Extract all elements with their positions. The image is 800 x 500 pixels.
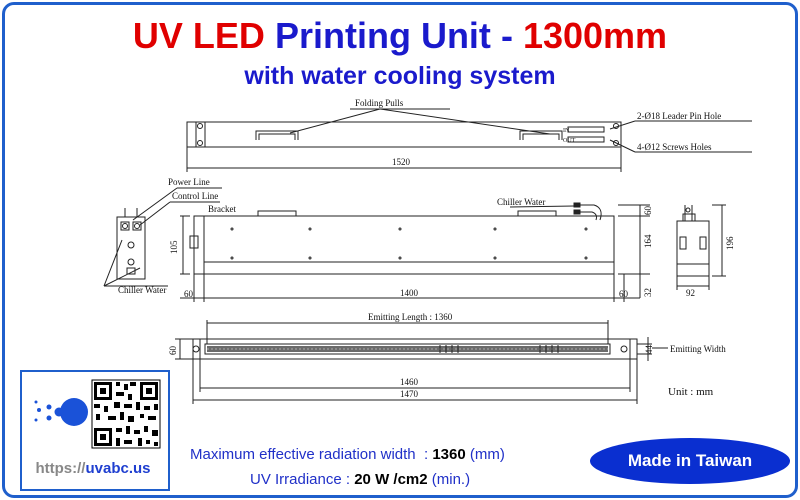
dim-1520: 1520 <box>392 157 411 167</box>
folding-pulls-label: Folding Pulls <box>355 98 404 108</box>
title-uv-led: UV LED <box>132 15 265 56</box>
dim-60-right: 60 <box>619 289 629 299</box>
bracket-label: Bracket <box>208 204 236 214</box>
dim-44: 44 <box>644 345 654 355</box>
dim-1400: 1400 <box>400 288 419 298</box>
page-title: UV LED Printing Unit - 1300mm <box>0 18 800 54</box>
dim-1470: 1470 <box>400 389 419 399</box>
dim-60-left: 60 <box>184 289 194 299</box>
chiller-water-label-top: Chiller Water <box>497 197 545 207</box>
unit-label: Unit : mm <box>668 386 714 398</box>
front-view <box>180 202 650 302</box>
leader-pin-hole-label: 2-Ø18 Leader Pin Hole <box>637 111 721 121</box>
title-printing-unit: Printing Unit <box>274 15 491 56</box>
spec-radiation-value: 1360 <box>432 446 466 463</box>
brand-logo-icon <box>34 379 161 449</box>
spec-radiation-label: Maximum effective radiation width <box>190 446 416 463</box>
control-line-label: Control Line <box>172 191 218 201</box>
emitting-length-label: Emitting Length : 1360 <box>368 312 453 322</box>
spec-radiation-unit: (mm) <box>469 446 505 463</box>
power-line-label: Power Line <box>168 177 210 187</box>
emitting-width-label: Emitting Width <box>670 344 726 354</box>
spec-radiation-width: Maximum effective radiation width : 1360… <box>190 446 610 463</box>
dim-105: 105 <box>169 240 179 254</box>
url-scheme: https:// <box>35 460 86 477</box>
brand-logo-box <box>20 370 170 491</box>
screw-holes-label: 4-Ø12 Screws Holes <box>637 142 712 152</box>
dim-32: 32 <box>643 288 653 297</box>
chiller-water-label-left: Chiller Water <box>118 285 166 295</box>
spec-radiation-sep: : <box>424 446 429 463</box>
dim-196: 196 <box>725 236 735 250</box>
url-domain: uvabc.us <box>85 460 151 477</box>
in-label: IN <box>563 128 570 134</box>
spec-irradiance-value: 20 W /cm2 <box>354 471 428 488</box>
spec-irradiance-unit: (min.) <box>431 471 471 488</box>
dim-60-bottom: 60 <box>168 346 178 356</box>
title-size: 1300mm <box>522 15 668 56</box>
dim-164: 164 <box>643 234 653 248</box>
made-in-taiwan-badge: Made in Taiwan <box>590 438 790 484</box>
dim-1460: 1460 <box>400 377 419 387</box>
spec-irradiance-label: UV Irradiance : <box>250 471 351 488</box>
out-label: OUT <box>563 138 576 144</box>
page-subtitle: with water cooling system <box>244 62 556 90</box>
end-view-right <box>676 204 726 290</box>
bottom-view <box>175 320 668 404</box>
side-view-left <box>103 187 222 287</box>
dim-92: 92 <box>686 288 695 298</box>
website-url[interactable]: https://uvabc.us <box>20 460 166 477</box>
spec-irradiance: UV Irradiance : 20 W /cm2 (min.) <box>250 471 670 488</box>
title-dash: - <box>500 15 513 56</box>
top-view <box>186 108 752 172</box>
dim-60-top: 60 <box>643 206 653 216</box>
